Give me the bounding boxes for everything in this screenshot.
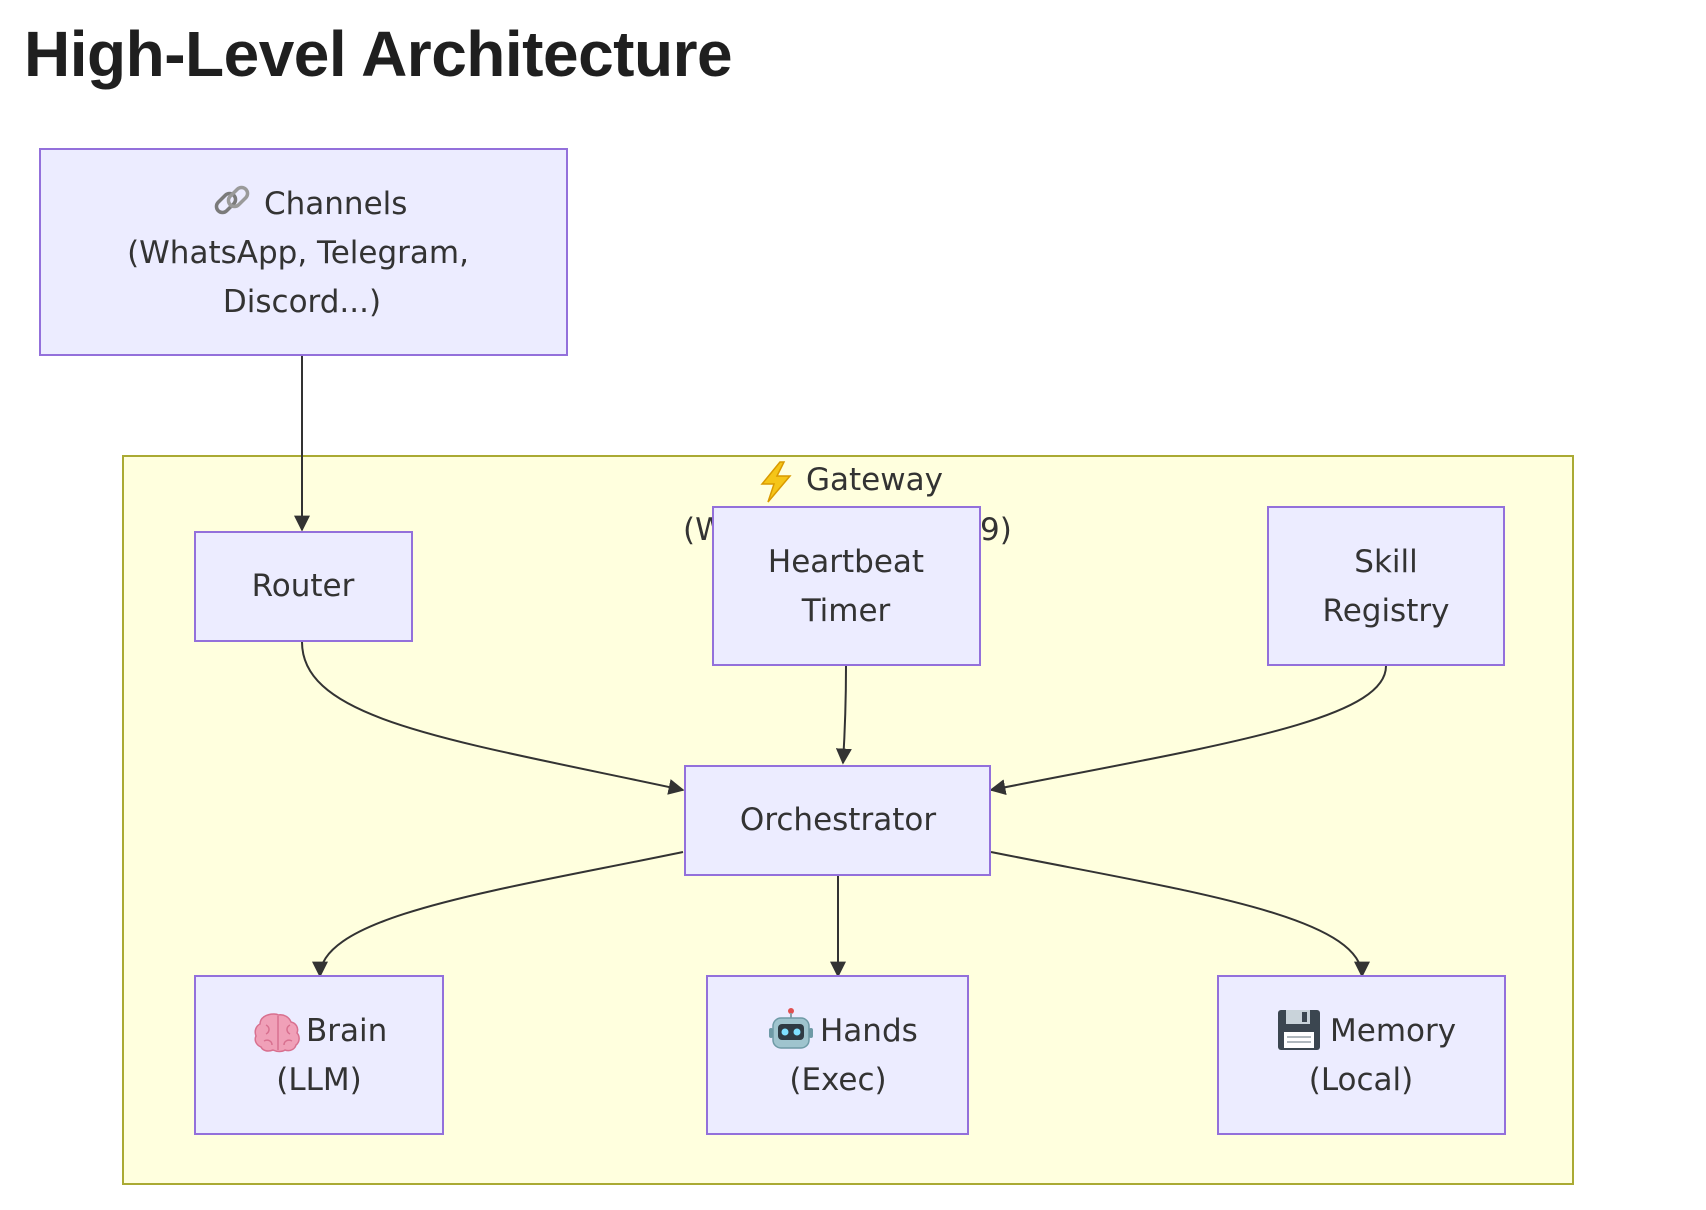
hands-label: Hands	[820, 1013, 918, 1049]
channels-sublabel: (WhatsApp, Telegram,	[127, 235, 469, 271]
heartbeat-label: Heartbeat	[768, 544, 924, 580]
skill-sublabel: Registry	[1323, 593, 1450, 629]
heartbeat-sublabel: Timer	[801, 593, 891, 629]
channels-sublabel-2: Discord...)	[223, 284, 381, 320]
gateway-title: Gateway	[760, 461, 943, 503]
channels-label: Channels	[264, 186, 407, 222]
lightning-icon	[760, 461, 792, 503]
edge-skill-orchestrator	[989, 665, 1387, 796]
edge-orchestrator-memory	[990, 851, 1370, 978]
orchestrator-label: Orchestrator	[740, 802, 936, 838]
node-channels[interactable]: Channels (WhatsApp, Telegram, Discord...…	[39, 148, 568, 356]
node-brain[interactable]: Brain (LLM)	[194, 975, 444, 1135]
node-hands[interactable]: Hands (Exec)	[706, 975, 969, 1135]
memory-label: Memory	[1330, 1013, 1456, 1049]
node-memory[interactable]: Memory (Local)	[1217, 975, 1506, 1135]
gateway-label: Gateway	[806, 462, 943, 498]
node-skill-registry[interactable]: Skill Registry	[1267, 506, 1505, 666]
robot-icon	[769, 1008, 813, 1049]
edges	[294, 355, 1387, 978]
hands-sublabel: (Exec)	[789, 1062, 886, 1098]
router-label: Router	[252, 568, 355, 604]
node-heartbeat-timer[interactable]: Heartbeat Timer	[712, 506, 981, 666]
memory-sublabel: (Local)	[1309, 1062, 1414, 1098]
brain-label: Brain	[306, 1013, 387, 1049]
node-orchestrator[interactable]: Orchestrator	[684, 765, 991, 876]
edge-orchestrator-brain	[312, 851, 684, 978]
brain-sublabel: (LLM)	[276, 1062, 361, 1098]
edge-router-orchestrator	[301, 641, 685, 795]
gateway-subtitle-right: 9)	[980, 512, 1012, 548]
page-title: High-Level Architecture	[24, 18, 733, 90]
edge-heartbeat-orchestrator	[835, 665, 852, 765]
floppy-disk-icon	[1278, 1010, 1320, 1050]
node-router[interactable]: Router	[194, 531, 413, 642]
link-icon	[214, 185, 250, 215]
skill-label: Skill	[1354, 544, 1417, 580]
brain-icon	[254, 1013, 300, 1053]
